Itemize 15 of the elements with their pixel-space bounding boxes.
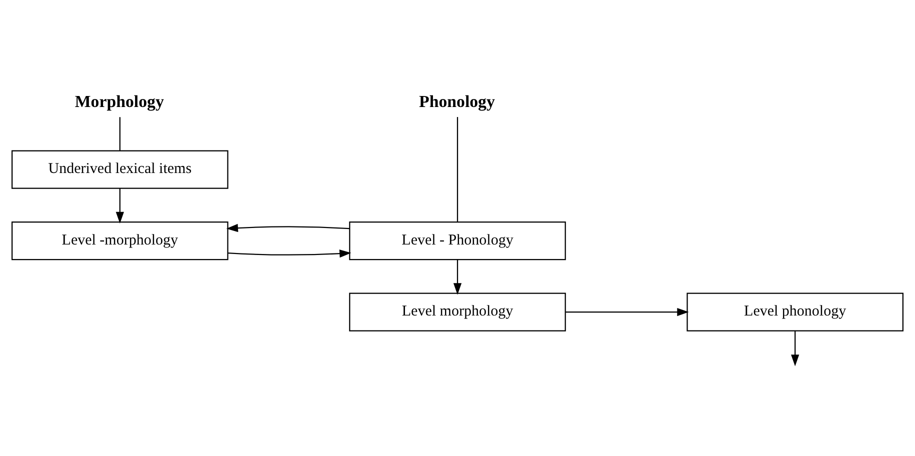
arrow: [566, 308, 689, 316]
arrow: [226, 224, 350, 232]
node-box: Level morphology: [349, 292, 566, 332]
node-box: Underived lexical items: [12, 150, 228, 189]
arrow: [453, 260, 462, 295]
node-text: Morphology: [74, 92, 164, 112]
node-box: Level phonology: [686, 292, 904, 332]
arrow: [228, 250, 352, 258]
node-box: Level - Phonology: [349, 221, 566, 260]
node-text: Phonology: [419, 92, 495, 112]
arrow: [791, 331, 800, 366]
connector: [456, 117, 458, 222]
connector: [119, 117, 120, 151]
arrow: [116, 188, 124, 224]
node-box: Level -morphology: [12, 221, 228, 260]
